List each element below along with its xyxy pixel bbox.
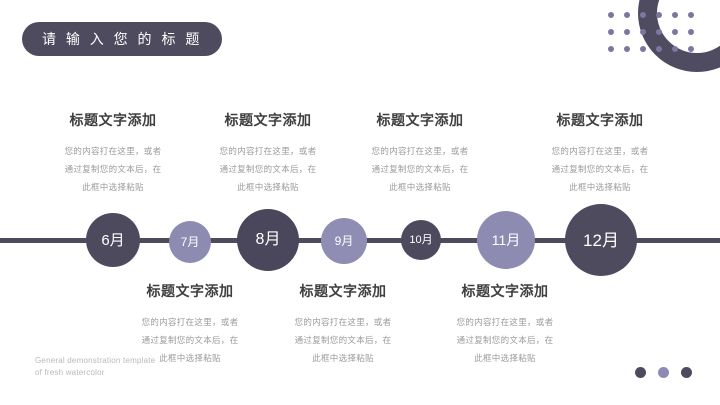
block-body-line: 此框中选择粘贴 — [159, 352, 221, 363]
text-block: 标题文字添加您的内容打在这里，或者通过复制您的文本后，在此框中选择粘贴 — [515, 110, 685, 197]
timeline-node-label: 12月 — [583, 230, 619, 250]
block-body-line: 您的内容打在这里，或者 — [456, 317, 554, 327]
block-body: 您的内容打在这里，或者通过复制您的文本后，在此框中选择粘贴 — [183, 143, 353, 197]
block-body-line: 您的内容打在这里，或者 — [551, 146, 649, 156]
footer-note-line: of fresh watercolor — [35, 368, 105, 377]
slide-title-pill: 请 输 入 您 的 标 题 — [22, 22, 223, 56]
grid-dot-icon — [688, 29, 694, 35]
block-body-line: 此框中选择粘贴 — [312, 352, 374, 363]
block-body-line: 您的内容打在这里，或者 — [64, 146, 162, 156]
block-body-line: 您的内容打在这里，或者 — [371, 146, 469, 156]
timeline-node-label: 10月 — [409, 233, 433, 246]
block-heading: 标题文字添加 — [224, 112, 312, 128]
block-body-line: 通过复制您的文本后，在 — [371, 163, 469, 174]
timeline-node-9月[interactable]: 9月 — [321, 218, 367, 264]
footer-dot-icon — [681, 367, 692, 378]
grid-dot-icon — [624, 46, 630, 52]
block-body-line: 此框中选择粘贴 — [82, 181, 144, 192]
timeline-node-label: 6月 — [101, 231, 125, 249]
text-block: 标题文字添加您的内容打在这里，或者通过复制您的文本后，在此框中选择粘贴 — [335, 110, 505, 197]
block-heading: 标题文字添加 — [461, 283, 549, 299]
block-body: 您的内容打在这里，或者通过复制您的文本后，在此框中选择粘贴 — [515, 143, 685, 197]
timeline-node-label: 11月 — [491, 232, 521, 248]
timeline-node-6月[interactable]: 6月 — [86, 213, 140, 267]
block-body-line: 您的内容打在这里，或者 — [219, 146, 317, 156]
dot-grid-decoration — [608, 12, 704, 63]
block-heading: 标题文字添加 — [69, 112, 157, 128]
grid-dot-icon — [608, 12, 614, 18]
block-body-line: 此框中选择粘贴 — [569, 181, 631, 192]
footer-dots-decoration — [635, 367, 692, 378]
block-body-line: 通过复制您的文本后，在 — [219, 163, 317, 174]
block-body-line: 您的内容打在这里，或者 — [294, 317, 392, 327]
grid-dot-icon — [608, 29, 614, 35]
footer-dot-icon — [658, 367, 669, 378]
text-block: 标题文字添加您的内容打在这里，或者通过复制您的文本后，在此框中选择粘贴 — [105, 281, 275, 368]
footer-dot-icon — [635, 367, 646, 378]
text-block: 标题文字添加您的内容打在这里，或者通过复制您的文本后，在此框中选择粘贴 — [183, 110, 353, 197]
timeline-node-8月[interactable]: 8月 — [237, 209, 299, 271]
block-body-line: 通过复制您的文本后，在 — [551, 163, 649, 174]
grid-dot-icon — [672, 29, 678, 35]
text-block: 标题文字添加您的内容打在这里，或者通过复制您的文本后，在此框中选择粘贴 — [28, 110, 198, 197]
grid-dot-icon — [688, 12, 694, 18]
block-body-line: 您的内容打在这里，或者 — [141, 317, 239, 327]
text-block: 标题文字添加您的内容打在这里，或者通过复制您的文本后，在此框中选择粘贴 — [258, 281, 428, 368]
block-body-line: 通过复制您的文本后，在 — [294, 334, 392, 345]
block-body-line: 通过复制您的文本后，在 — [141, 334, 239, 345]
footer-note-line: General demonstration template — [35, 356, 156, 365]
block-body: 您的内容打在这里，或者通过复制您的文本后，在此框中选择粘贴 — [28, 143, 198, 197]
block-body-line: 此框中选择粘贴 — [237, 181, 299, 192]
block-body-line: 此框中选择粘贴 — [389, 181, 451, 192]
text-block: 标题文字添加您的内容打在这里，或者通过复制您的文本后，在此框中选择粘贴 — [420, 281, 590, 368]
block-body-line: 通过复制您的文本后，在 — [64, 163, 162, 174]
block-body-line: 此框中选择粘贴 — [474, 352, 536, 363]
timeline-node-12月[interactable]: 12月 — [565, 204, 637, 276]
block-body-line: 通过复制您的文本后，在 — [456, 334, 554, 345]
block-body: 您的内容打在这里，或者通过复制您的文本后，在此框中选择粘贴 — [105, 314, 275, 368]
timeline-node-11月[interactable]: 11月 — [477, 211, 535, 269]
grid-dot-icon — [640, 12, 646, 18]
grid-dot-icon — [672, 12, 678, 18]
grid-dot-icon — [688, 46, 694, 52]
grid-dot-icon — [640, 29, 646, 35]
block-heading: 标题文字添加 — [146, 283, 234, 299]
block-body: 您的内容打在这里，或者通过复制您的文本后，在此框中选择粘贴 — [335, 143, 505, 197]
timeline-node-label: 7月 — [180, 235, 200, 249]
block-body: 您的内容打在这里，或者通过复制您的文本后，在此框中选择粘贴 — [420, 314, 590, 368]
footer-note: General demonstration template of fresh w… — [35, 355, 155, 379]
grid-dot-icon — [672, 46, 678, 52]
block-heading: 标题文字添加 — [299, 283, 387, 299]
grid-dot-icon — [656, 29, 662, 35]
grid-dot-icon — [624, 12, 630, 18]
timeline-node-7月[interactable]: 7月 — [169, 221, 211, 263]
grid-dot-icon — [624, 29, 630, 35]
timeline-node-10月[interactable]: 10月 — [401, 220, 441, 260]
timeline-node-label: 8月 — [255, 231, 281, 248]
grid-dot-icon — [640, 46, 646, 52]
block-body: 您的内容打在这里，或者通过复制您的文本后，在此框中选择粘贴 — [258, 314, 428, 368]
grid-dot-icon — [608, 46, 614, 52]
grid-dot-icon — [656, 46, 662, 52]
timeline-node-label: 9月 — [334, 234, 354, 248]
grid-dot-icon — [656, 12, 662, 18]
block-heading: 标题文字添加 — [556, 112, 644, 128]
block-heading: 标题文字添加 — [376, 112, 464, 128]
